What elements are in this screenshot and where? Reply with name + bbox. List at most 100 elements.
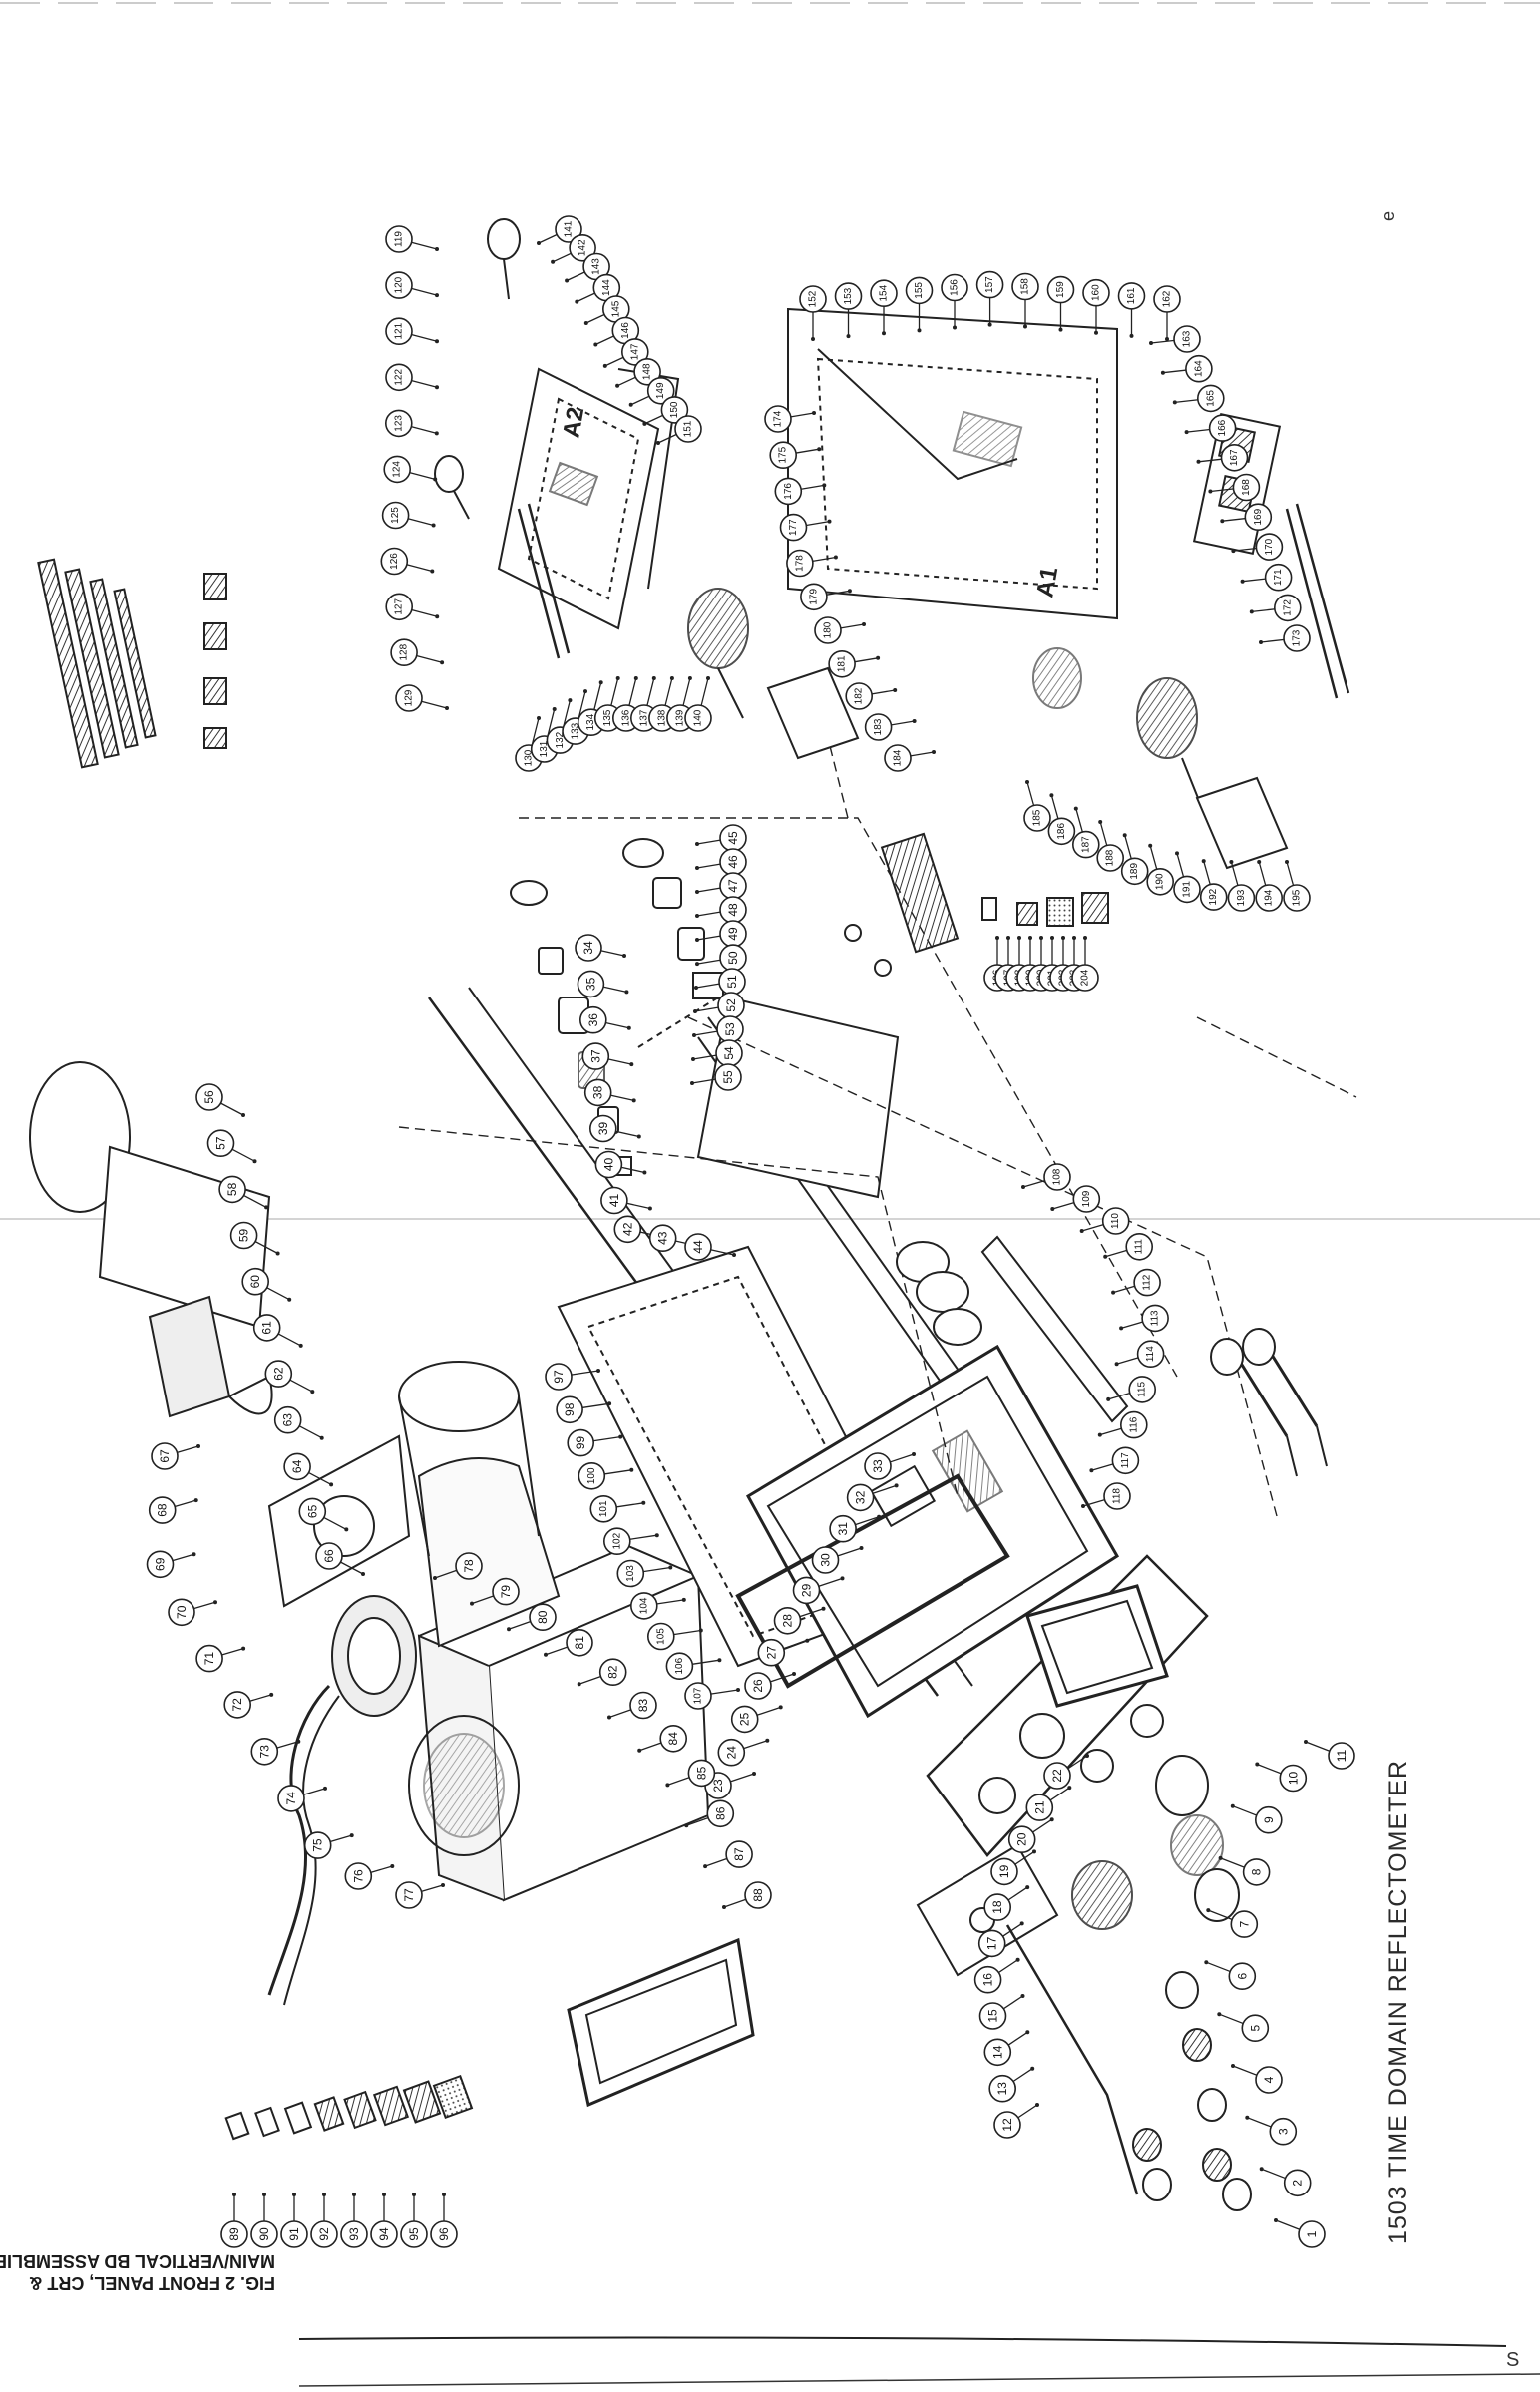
callout-number: 29 bbox=[800, 1583, 814, 1597]
callout-168: 168 bbox=[1208, 473, 1261, 502]
callout-19: 19 bbox=[990, 1849, 1036, 1886]
callout-195: 195 bbox=[1283, 860, 1311, 912]
leader-arrow bbox=[695, 938, 699, 942]
callout-64: 64 bbox=[283, 1452, 334, 1487]
callout-bubble bbox=[545, 1363, 573, 1391]
callout-122: 122 bbox=[385, 363, 439, 392]
leader-arrow bbox=[598, 680, 603, 685]
callout-112: 112 bbox=[1111, 1268, 1161, 1297]
callout-20: 20 bbox=[1007, 1817, 1054, 1853]
callout-bubble bbox=[800, 583, 828, 611]
leader-arrow bbox=[1023, 324, 1027, 329]
leader-arrow bbox=[692, 1033, 696, 1037]
callout-180: 180 bbox=[814, 616, 866, 644]
leader-arrow bbox=[537, 241, 541, 245]
callout-number: 81 bbox=[573, 1636, 586, 1650]
callout-132: 132 bbox=[546, 698, 575, 754]
callout-bubble bbox=[905, 276, 934, 305]
callout-number: 165 bbox=[1205, 390, 1216, 407]
callout-number: 64 bbox=[290, 1459, 304, 1473]
callout-150: 150 bbox=[642, 396, 689, 426]
leader-arrow bbox=[1196, 459, 1201, 464]
leader-arrow bbox=[435, 339, 439, 344]
callout-167: 167 bbox=[1196, 443, 1249, 472]
page-mark: S bbox=[1506, 2349, 1520, 2371]
callout-number: 54 bbox=[722, 1046, 736, 1060]
leader-arrow bbox=[637, 1748, 642, 1753]
callout-number: 84 bbox=[666, 1732, 680, 1746]
leader-arrow bbox=[1230, 1803, 1235, 1808]
leader-arrow bbox=[681, 1597, 686, 1602]
callout-bubble bbox=[1328, 1742, 1355, 1770]
callout-bubble bbox=[1071, 964, 1099, 992]
callout-13: 13 bbox=[988, 2066, 1035, 2103]
callout-bubble bbox=[383, 455, 412, 484]
callout-number: 136 bbox=[620, 709, 631, 726]
callout-bubble bbox=[589, 1495, 618, 1523]
callout-140: 140 bbox=[684, 676, 712, 732]
callout-number: 3 bbox=[1276, 2128, 1290, 2135]
callout-bubble bbox=[250, 1738, 279, 1766]
callout-152: 152 bbox=[799, 285, 827, 341]
callout-number: 30 bbox=[819, 1553, 833, 1567]
leader-arrow bbox=[1204, 1960, 1209, 1965]
callout-35: 35 bbox=[577, 970, 629, 998]
callout-bubble bbox=[1199, 883, 1228, 911]
callout-number: 75 bbox=[311, 1838, 325, 1852]
callout-163: 163 bbox=[1149, 325, 1201, 353]
callout-bubble bbox=[1208, 414, 1237, 442]
callout-bubble bbox=[1103, 1482, 1131, 1510]
leader-arrow bbox=[817, 447, 822, 452]
callout-bubble bbox=[706, 1799, 735, 1828]
callout-number: 40 bbox=[601, 1158, 615, 1172]
callout-33: 33 bbox=[864, 1452, 916, 1480]
callout-number: 194 bbox=[1264, 889, 1275, 906]
callout-number: 94 bbox=[377, 2227, 391, 2241]
callout-number: 114 bbox=[1145, 1346, 1156, 1362]
callout-number: 177 bbox=[788, 519, 799, 536]
leader-arrow bbox=[1259, 640, 1263, 644]
callout-number: 195 bbox=[1292, 889, 1303, 906]
leader-arrow bbox=[812, 411, 816, 415]
callout-bubble bbox=[569, 234, 596, 262]
callout-number: 15 bbox=[986, 2009, 1000, 2023]
leader-arrow bbox=[264, 1205, 269, 1210]
callout-125: 125 bbox=[381, 501, 436, 530]
callout-bubble bbox=[602, 1527, 631, 1555]
callout-number: 77 bbox=[402, 1888, 416, 1902]
leader-arrow bbox=[298, 1343, 303, 1348]
callout-bubble bbox=[1298, 2220, 1326, 2248]
leader-arrow bbox=[833, 555, 838, 560]
callout-bubble bbox=[1269, 2117, 1298, 2146]
callout-34: 34 bbox=[575, 934, 626, 962]
leader-arrow bbox=[435, 385, 439, 390]
leader-arrow bbox=[232, 2193, 236, 2196]
callout-12: 12 bbox=[993, 2103, 1039, 2139]
callout-bubble bbox=[660, 396, 689, 424]
leader-arrow bbox=[544, 1652, 548, 1657]
callout-bubble bbox=[1025, 1794, 1054, 1821]
callout-bubble bbox=[620, 338, 649, 366]
callout-number: 141 bbox=[564, 220, 575, 237]
callout-number: 127 bbox=[394, 598, 405, 615]
callout-bubble bbox=[884, 744, 912, 772]
leader-arrow bbox=[434, 431, 439, 436]
leader-arrow bbox=[1229, 860, 1234, 864]
callout-number: 176 bbox=[783, 483, 794, 500]
callout-number: 135 bbox=[602, 709, 613, 726]
callout-number: 36 bbox=[586, 1013, 600, 1027]
callout-61: 61 bbox=[252, 1314, 303, 1348]
leader-arrow bbox=[241, 1646, 246, 1651]
callout-bubble bbox=[1241, 2014, 1270, 2042]
leader-arrow bbox=[192, 1552, 196, 1557]
callout-number: 82 bbox=[606, 1665, 620, 1679]
leader-arrow bbox=[877, 1514, 882, 1519]
leader-arrow bbox=[412, 2193, 416, 2196]
leader-arrow bbox=[241, 1113, 245, 1117]
callout-bubble bbox=[730, 1705, 759, 1734]
callout-number: 183 bbox=[873, 718, 884, 735]
callout-51: 51 bbox=[694, 968, 746, 996]
callout-77: 77 bbox=[395, 1881, 445, 1909]
leader-arrow bbox=[361, 1572, 365, 1576]
callout-bubble bbox=[659, 1725, 688, 1753]
